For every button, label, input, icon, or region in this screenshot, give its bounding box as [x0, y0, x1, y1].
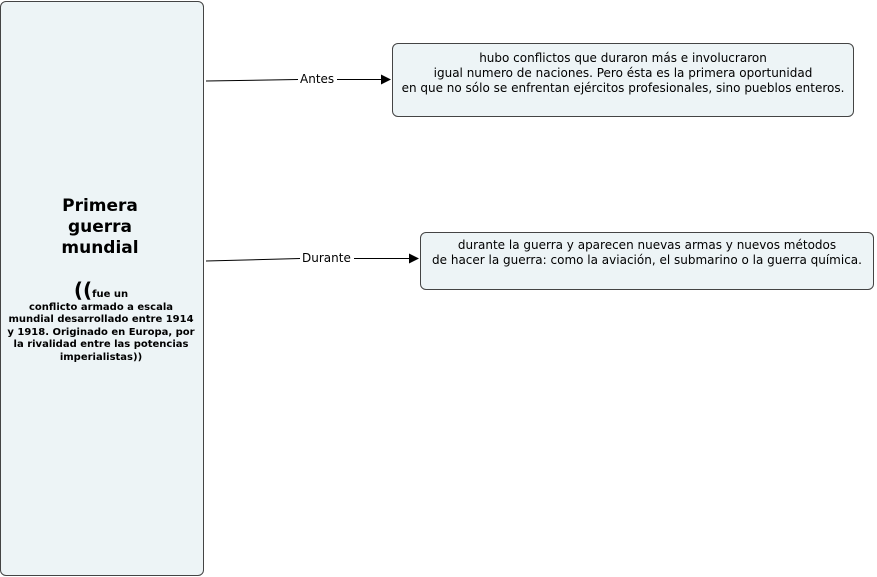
link-label-antes: Antes: [298, 72, 337, 86]
concept-node-antes-text: hubo conflictos que duraron más e involu…: [401, 51, 845, 95]
concept-node-antes[interactable]: hubo conflictos que duraron más e involu…: [392, 43, 854, 117]
root-description-text: conflicto armado a escala mundial desarr…: [7, 301, 195, 363]
concept-node-durante-text: durante la guerra y aparecen nuevas arma…: [432, 238, 862, 267]
root-description-open-parens: ((: [73, 278, 93, 302]
link-label-durante: Durante: [300, 251, 353, 265]
concept-node-durante[interactable]: durante la guerra y aparecen nuevas arma…: [420, 232, 874, 290]
root-description-first-words: fue un: [92, 289, 129, 300]
root-concept-title: Primera guerra mundial: [61, 196, 139, 258]
connector-antes-left: [205, 79, 299, 82]
connector-durante-left: [205, 258, 301, 262]
